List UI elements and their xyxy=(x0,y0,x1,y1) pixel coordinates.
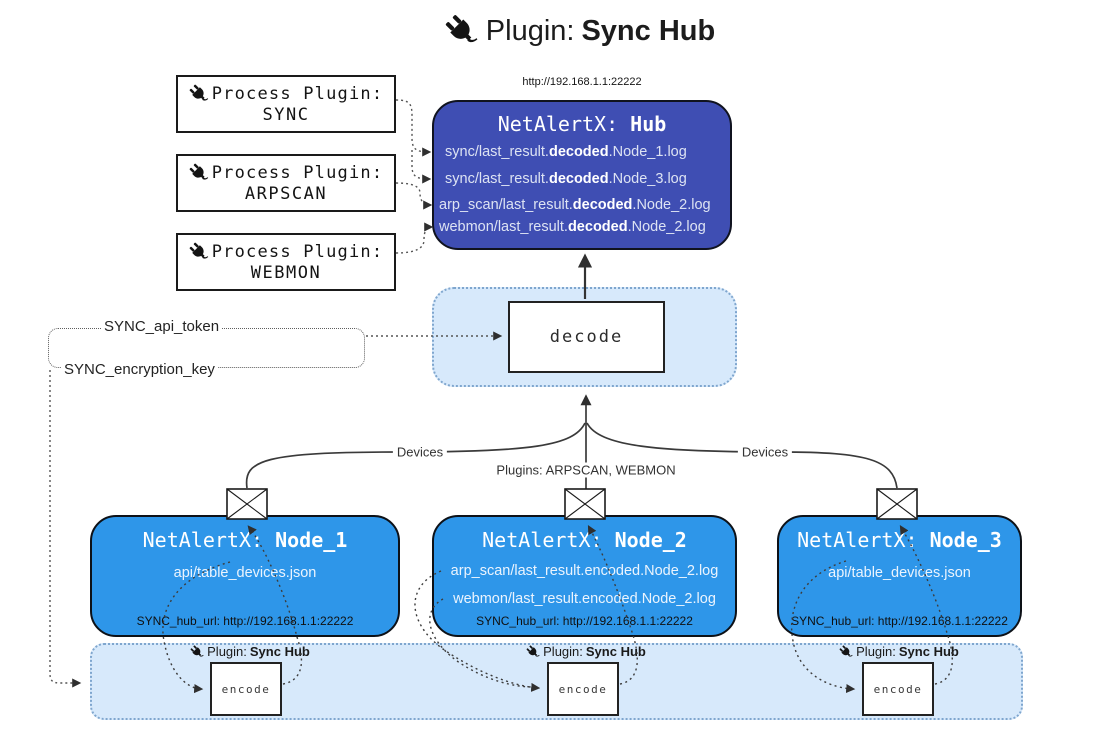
encode3-box: encode xyxy=(862,662,934,716)
process-plugin-label: Process Plugin: xyxy=(211,241,384,262)
process-plugin-label: Process Plugin: xyxy=(211,162,384,183)
page-title-prefix: Plugin: xyxy=(485,14,575,47)
node1-hub-url: SYNC_hub_url: http://192.168.1.1:22222 xyxy=(136,614,354,628)
process-plugin-name: WEBMON xyxy=(250,262,322,283)
hub-log-line: webmon/last_result.decoded.Node_2.log xyxy=(439,219,706,235)
sync-settings-group: SYNC_api_token SYNC_encryption_key xyxy=(48,318,365,378)
encode2-box: encode xyxy=(547,662,619,716)
hub-log-line: sync/last_result.decoded.Node_1.log xyxy=(445,144,687,160)
plug-icon xyxy=(189,84,209,104)
process-plugin-sync-box: Process Plugin: SYNC xyxy=(176,75,396,133)
node2-box: NetAlertX: Node_2 arp_scan/last_result.e… xyxy=(432,515,737,637)
plug-icon xyxy=(190,645,204,659)
page-title-bold: Sync Hub xyxy=(581,14,716,47)
node2-hub-url: SYNC_hub_url: http://192.168.1.1:22222 xyxy=(476,614,693,628)
plug-icon xyxy=(839,645,853,659)
hub-box: NetAlertX: Hub sync/last_result.decoded.… xyxy=(432,100,732,250)
node3-hub-url: SYNC_hub_url: http://192.168.1.1:22222 xyxy=(791,614,1008,628)
hub-url-label: http://192.168.1.1:22222 xyxy=(522,76,642,88)
hub-log-line: sync/last_result.decoded.Node_3.log xyxy=(445,171,687,187)
hub-title-prefix: NetAlertX: xyxy=(497,112,631,136)
sync-api-token-label: SYNC_api_token xyxy=(101,318,223,335)
plug-icon xyxy=(189,242,209,262)
devices-edge-label-right: Devices xyxy=(737,444,793,460)
process-plugin-name: ARPSCAN xyxy=(244,183,328,204)
node2-title: NetAlertX: Node_2 xyxy=(482,528,687,552)
sync-encryption-key-label: SYNC_encryption_key xyxy=(61,361,218,378)
node3-file: api/table_devices.json xyxy=(828,565,971,581)
plugins-edge-label: Plugins: ARPSCAN, WEBMON xyxy=(492,462,680,478)
node2-file: arp_scan/last_result.encoded.Node_2.log xyxy=(450,563,719,579)
hub-log-line: arp_scan/last_result.decoded.Node_2.log xyxy=(439,197,711,213)
hub-title: NetAlertX: Hub xyxy=(434,112,730,136)
encoder3-label: Plugin: Sync Hub xyxy=(839,644,959,659)
node1-title: NetAlertX: Node_1 xyxy=(142,528,348,552)
plug-icon xyxy=(445,14,479,48)
plug-icon xyxy=(189,163,209,183)
plug-icon xyxy=(526,645,540,659)
process-plugin-webmon-box: Process Plugin: WEBMON xyxy=(176,233,396,291)
page-title: Plugin: Sync Hub xyxy=(445,14,715,48)
decode-box: decode xyxy=(508,301,665,373)
node2-file: webmon/last_result.encoded.Node_2.log xyxy=(453,591,716,607)
node1-box: NetAlertX: Node_1 api/table_devices.json… xyxy=(90,515,400,637)
hub-title-bold: Hub xyxy=(630,112,667,136)
node3-title: NetAlertX: Node_3 xyxy=(797,528,1002,552)
node3-box: NetAlertX: Node_3 api/table_devices.json… xyxy=(777,515,1022,637)
process-plugin-name: SYNC xyxy=(262,104,310,125)
node1-file: api/table_devices.json xyxy=(173,565,317,581)
encode1-box: encode xyxy=(210,662,282,716)
encoder2-label: Plugin: Sync Hub xyxy=(526,644,646,659)
process-plugin-arpscan-box: Process Plugin: ARPSCAN xyxy=(176,154,396,212)
devices-edge-label-left: Devices xyxy=(392,444,448,460)
process-plugin-label: Process Plugin: xyxy=(211,83,384,104)
encoder1-label: Plugin: Sync Hub xyxy=(190,644,310,659)
